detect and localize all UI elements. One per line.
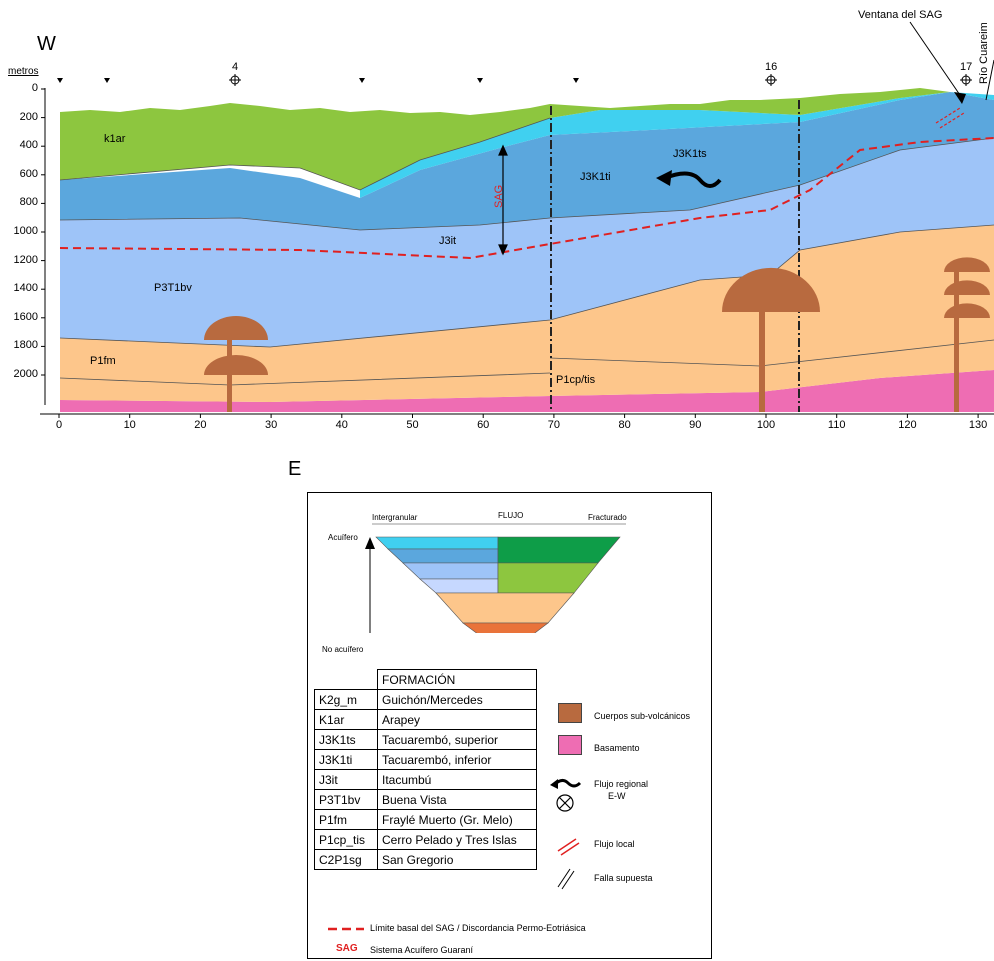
j3k1ts-layer <box>360 92 994 198</box>
local-flow-label: Flujo local <box>594 839 635 849</box>
unit-label-p3t1bv: P3T1bv <box>154 282 192 294</box>
p3t1bv-layer <box>60 138 994 347</box>
distance-tick-label: 10 <box>123 419 136 431</box>
distance-tick-label: 0 <box>55 419 63 431</box>
distance-tick-label: 130 <box>968 419 988 431</box>
well-label-4: 4 <box>232 61 239 73</box>
distance-tick-label: 40 <box>335 419 348 431</box>
distance-tick-label: 120 <box>898 419 917 431</box>
window-pointer <box>909 21 963 99</box>
depth-tick-label: 800 <box>19 196 38 209</box>
distance-tick-label: 30 <box>264 419 278 431</box>
distance-tick-label: 20 <box>194 419 207 431</box>
formation-header: FORMACIÓN <box>377 669 537 690</box>
unit-label-p1cptis: P1cp/tis <box>556 374 596 386</box>
depth-tick-label: 1400 <box>13 282 38 295</box>
subvolcanic-label: Cuerpos sub-volcánicos <box>594 711 691 721</box>
window-label: Ventana del SAG <box>858 9 943 21</box>
west-label: W <box>37 33 56 55</box>
sag-basal-limit <box>59 137 994 260</box>
surface-markers <box>57 78 579 83</box>
basement-swatch <box>558 735 582 755</box>
distance-tick-label: 60 <box>477 419 490 431</box>
intergranular-label: Intergranular <box>372 513 418 522</box>
distance-tick-label: 80 <box>618 419 631 431</box>
depth-tick-label: 1000 <box>13 225 38 237</box>
distance-tick-label: 50 <box>406 419 419 431</box>
well-symbols <box>229 74 972 86</box>
flow-title: FLUJO <box>498 511 524 520</box>
east-label: E <box>288 458 302 480</box>
depth-tick-label: 1800 <box>13 339 38 352</box>
depth-tick-label: 1200 <box>13 253 38 266</box>
fault-label: Falla supuesta <box>594 873 653 883</box>
distance-tick-label: 90 <box>689 419 702 431</box>
unit-label-j3k1ti: J3K1ti <box>580 171 611 183</box>
geologic-cross-section <box>40 21 994 418</box>
unit-label-p1fm: P1fm <box>90 355 116 367</box>
aquifer-label: Acuífero <box>328 533 358 542</box>
distance-tick-label: 70 <box>547 419 561 431</box>
flow-triangle <box>365 523 626 633</box>
unit-label-j3k1ts: J3K1ts <box>673 148 707 160</box>
depth-tick-label: 2000 <box>13 368 38 380</box>
unit-label-k1ar: k1ar <box>104 133 126 145</box>
depth-tick-label: 200 <box>19 110 38 123</box>
subvolcanic-swatch <box>558 703 582 723</box>
distance-tick-label: 100 <box>756 419 776 431</box>
non-aquifer-label: No acuífero <box>322 645 364 654</box>
basement-label: Basamento <box>594 743 640 753</box>
depth-tick-label: 0 <box>31 82 38 94</box>
sag-thickness-arrow <box>498 144 508 256</box>
legend-symbols <box>550 778 582 890</box>
regional-flow-label: Flujo regional <box>594 779 649 789</box>
sag-label: SAG <box>493 184 505 208</box>
subvolcanic-bodies <box>204 257 990 412</box>
depth-tick-label: 1600 <box>13 310 38 323</box>
regional-flow-direction: E-W <box>608 791 626 801</box>
j3k1ti-layer <box>60 92 994 230</box>
river-label: Río Cuareim <box>978 22 990 84</box>
well-label-16: 16 <box>765 61 778 73</box>
regional-flow-arrow <box>664 171 722 188</box>
sag-name: Sistema Acuífero Guaraní <box>370 945 474 955</box>
unit-label-j3it: J3it <box>439 235 457 247</box>
well-label-17: 17 <box>960 61 973 73</box>
sag-abbr: SAG <box>336 943 358 954</box>
depth-unit: metros <box>8 66 39 77</box>
distance-tick-label: 110 <box>827 419 846 431</box>
depth-tick-label: 400 <box>19 139 38 152</box>
sag-limit-label: Límite basal del SAG / Discordancia Perm… <box>370 923 586 933</box>
depth-tick-label: 600 <box>19 167 38 180</box>
k1ar-layer <box>60 88 994 190</box>
fractured-label: Fracturado <box>588 513 627 522</box>
sag-limit-symbol <box>328 927 364 931</box>
